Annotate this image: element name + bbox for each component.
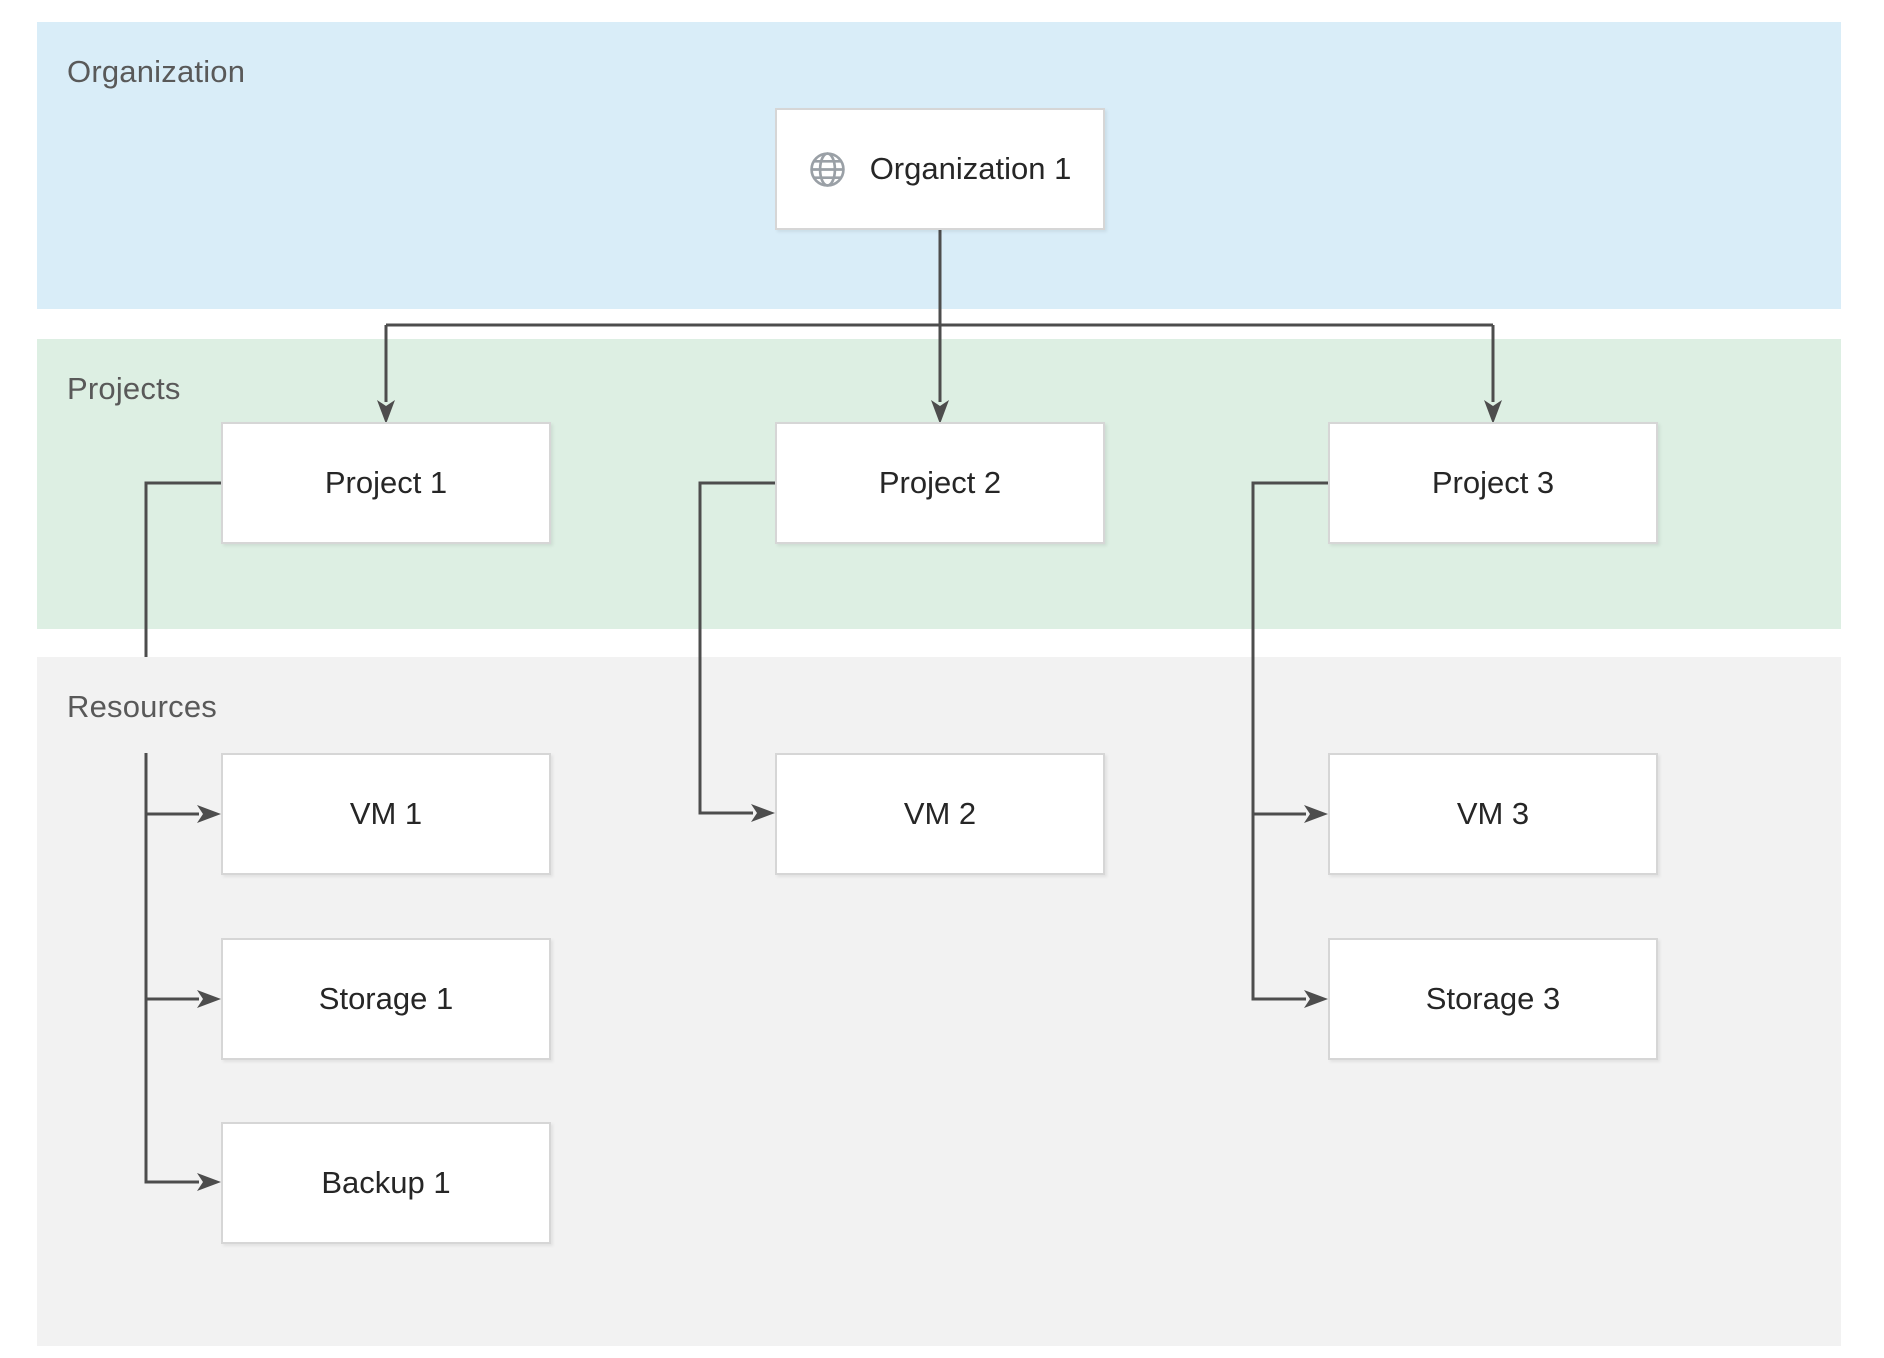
node-project-3: Project 3 xyxy=(1328,422,1658,544)
node-label: Project 1 xyxy=(324,465,448,500)
node-label: Project 3 xyxy=(1431,465,1555,500)
node-label: Storage 1 xyxy=(318,981,454,1016)
node-label: VM 1 xyxy=(349,796,423,831)
band-label-organization: Organization xyxy=(67,54,246,89)
node-organization-1: Organization 1 xyxy=(775,108,1105,230)
band-label-projects: Projects xyxy=(67,371,181,406)
node-vm-1: VM 1 xyxy=(221,753,551,875)
node-label: Storage 3 xyxy=(1425,981,1561,1016)
node-vm-3: VM 3 xyxy=(1328,753,1658,875)
node-label: VM 3 xyxy=(1456,796,1530,831)
node-storage-3: Storage 3 xyxy=(1328,938,1658,1060)
node-project-1: Project 1 xyxy=(221,422,551,544)
node-label: Backup 1 xyxy=(321,1165,451,1200)
node-project-2: Project 2 xyxy=(775,422,1105,544)
globe-icon xyxy=(809,151,846,188)
band-label-resources: Resources xyxy=(67,689,217,724)
node-vm-2: VM 2 xyxy=(775,753,1105,875)
node-label: Project 2 xyxy=(878,465,1002,500)
node-label: VM 2 xyxy=(903,796,977,831)
node-storage-1: Storage 1 xyxy=(221,938,551,1060)
node-backup-1: Backup 1 xyxy=(221,1122,551,1244)
node-label: Organization 1 xyxy=(869,151,1072,186)
